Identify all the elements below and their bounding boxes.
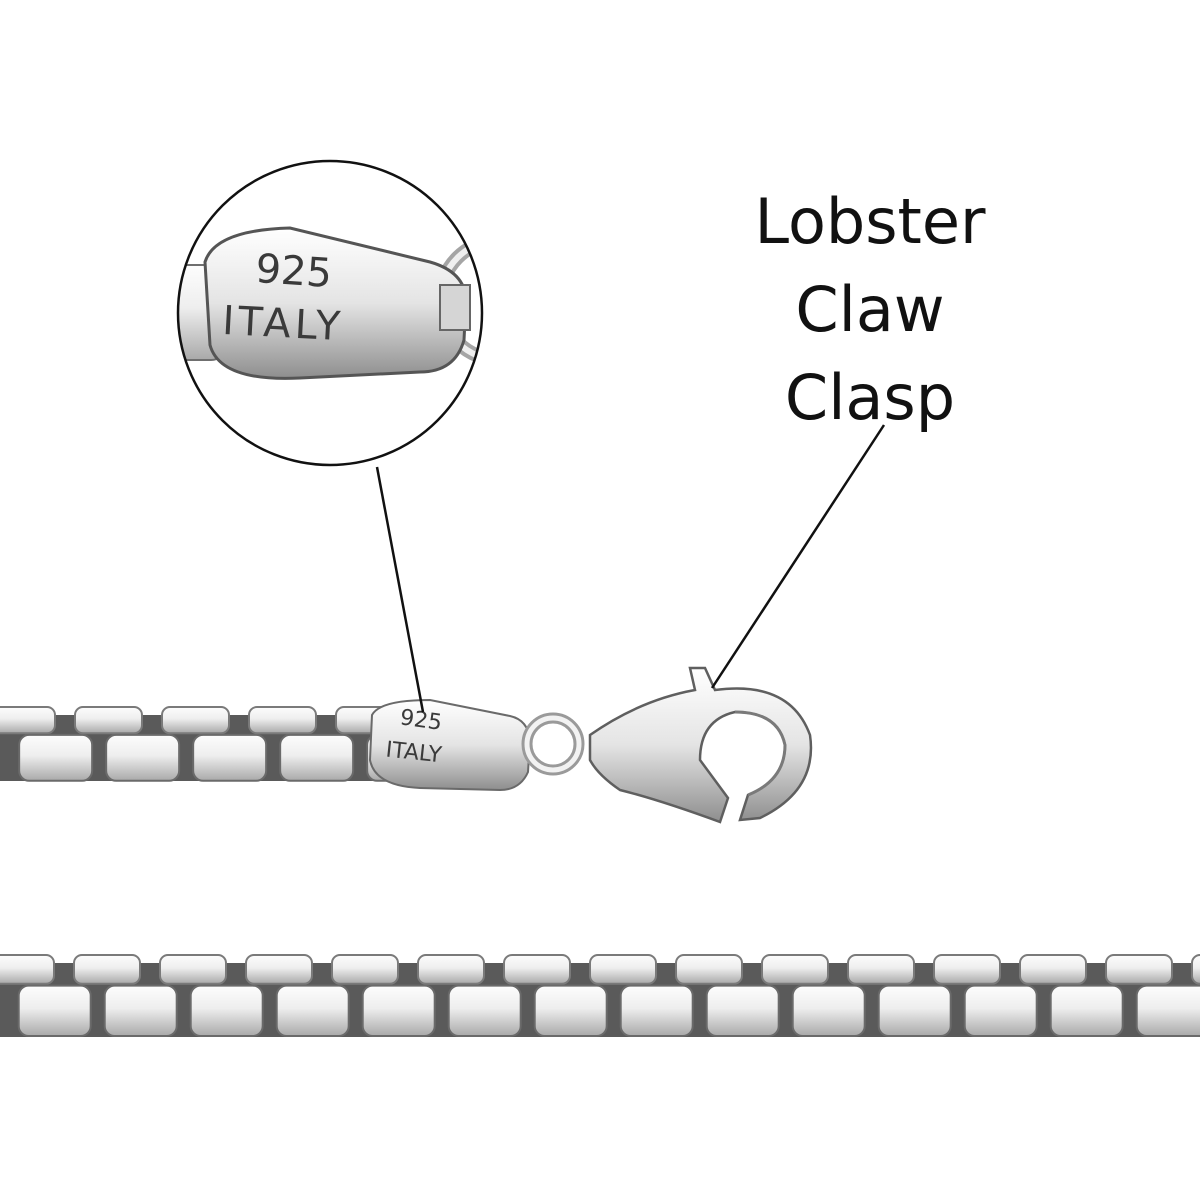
jump-ring bbox=[521, 712, 585, 776]
end-cap: 925 ITALY bbox=[368, 698, 532, 792]
chain-link-body bbox=[17, 984, 92, 1037]
zoom-leader-line bbox=[375, 466, 425, 713]
chain-link-top bbox=[933, 954, 1001, 985]
chain-link-body bbox=[447, 984, 522, 1037]
chain-link-body bbox=[533, 984, 608, 1037]
lobster-claw-clasp bbox=[588, 666, 813, 824]
chain-lower-segment bbox=[0, 954, 1200, 1037]
zoom-stamp-purity: 925 bbox=[254, 246, 333, 297]
chain-link-body bbox=[189, 984, 264, 1037]
chain-link-body bbox=[103, 984, 178, 1037]
chain-link-top bbox=[675, 954, 743, 985]
chain-link-top bbox=[417, 954, 485, 985]
chain-link-body bbox=[275, 984, 350, 1037]
chain-link-top bbox=[847, 954, 915, 985]
chain-link-body bbox=[1135, 984, 1200, 1037]
zoom-circle-border bbox=[176, 159, 484, 467]
zoom-stamp-origin: ITALY bbox=[221, 298, 345, 350]
chain-link-top bbox=[0, 706, 56, 735]
end-cap-stamp-origin: ITALY bbox=[385, 737, 444, 768]
chain-link-body bbox=[619, 984, 694, 1037]
chain-link-body bbox=[705, 984, 780, 1037]
chain-link-top bbox=[73, 954, 141, 985]
chain-link-top bbox=[761, 954, 829, 985]
chain-link-body bbox=[18, 733, 94, 782]
chain-link-top bbox=[159, 954, 227, 985]
callout-line-2: Claw bbox=[795, 273, 945, 346]
clasp-leader-line bbox=[710, 424, 886, 689]
chain-link-top bbox=[161, 706, 230, 735]
clasp-callout-label: Lobster Claw Clasp bbox=[700, 178, 1040, 442]
chain-link-top bbox=[589, 954, 657, 985]
chain-link-top bbox=[74, 706, 143, 735]
chain-link-top bbox=[503, 954, 571, 985]
chain-link-top bbox=[248, 706, 317, 735]
chain-link-body bbox=[877, 984, 952, 1037]
chain-link-body bbox=[791, 984, 866, 1037]
callout-line-1: Lobster bbox=[754, 185, 986, 258]
chain-link-body bbox=[361, 984, 436, 1037]
chain-link-top bbox=[331, 954, 399, 985]
chain-link-top bbox=[1105, 954, 1173, 985]
chain-link-body bbox=[192, 733, 268, 782]
chain-link-top bbox=[1191, 954, 1200, 985]
chain-link-body bbox=[1049, 984, 1124, 1037]
end-cap-stamp-purity: 925 bbox=[398, 705, 443, 736]
chain-link-top bbox=[1019, 954, 1087, 985]
callout-line-3: Clasp bbox=[784, 361, 956, 434]
chain-link-body bbox=[963, 984, 1038, 1037]
chain-link-body bbox=[105, 733, 181, 782]
chain-link-top bbox=[0, 954, 55, 985]
chain-link-top bbox=[245, 954, 313, 985]
zoom-magnifier: 925 ITALY bbox=[176, 159, 484, 467]
chain-link-body bbox=[279, 733, 355, 782]
